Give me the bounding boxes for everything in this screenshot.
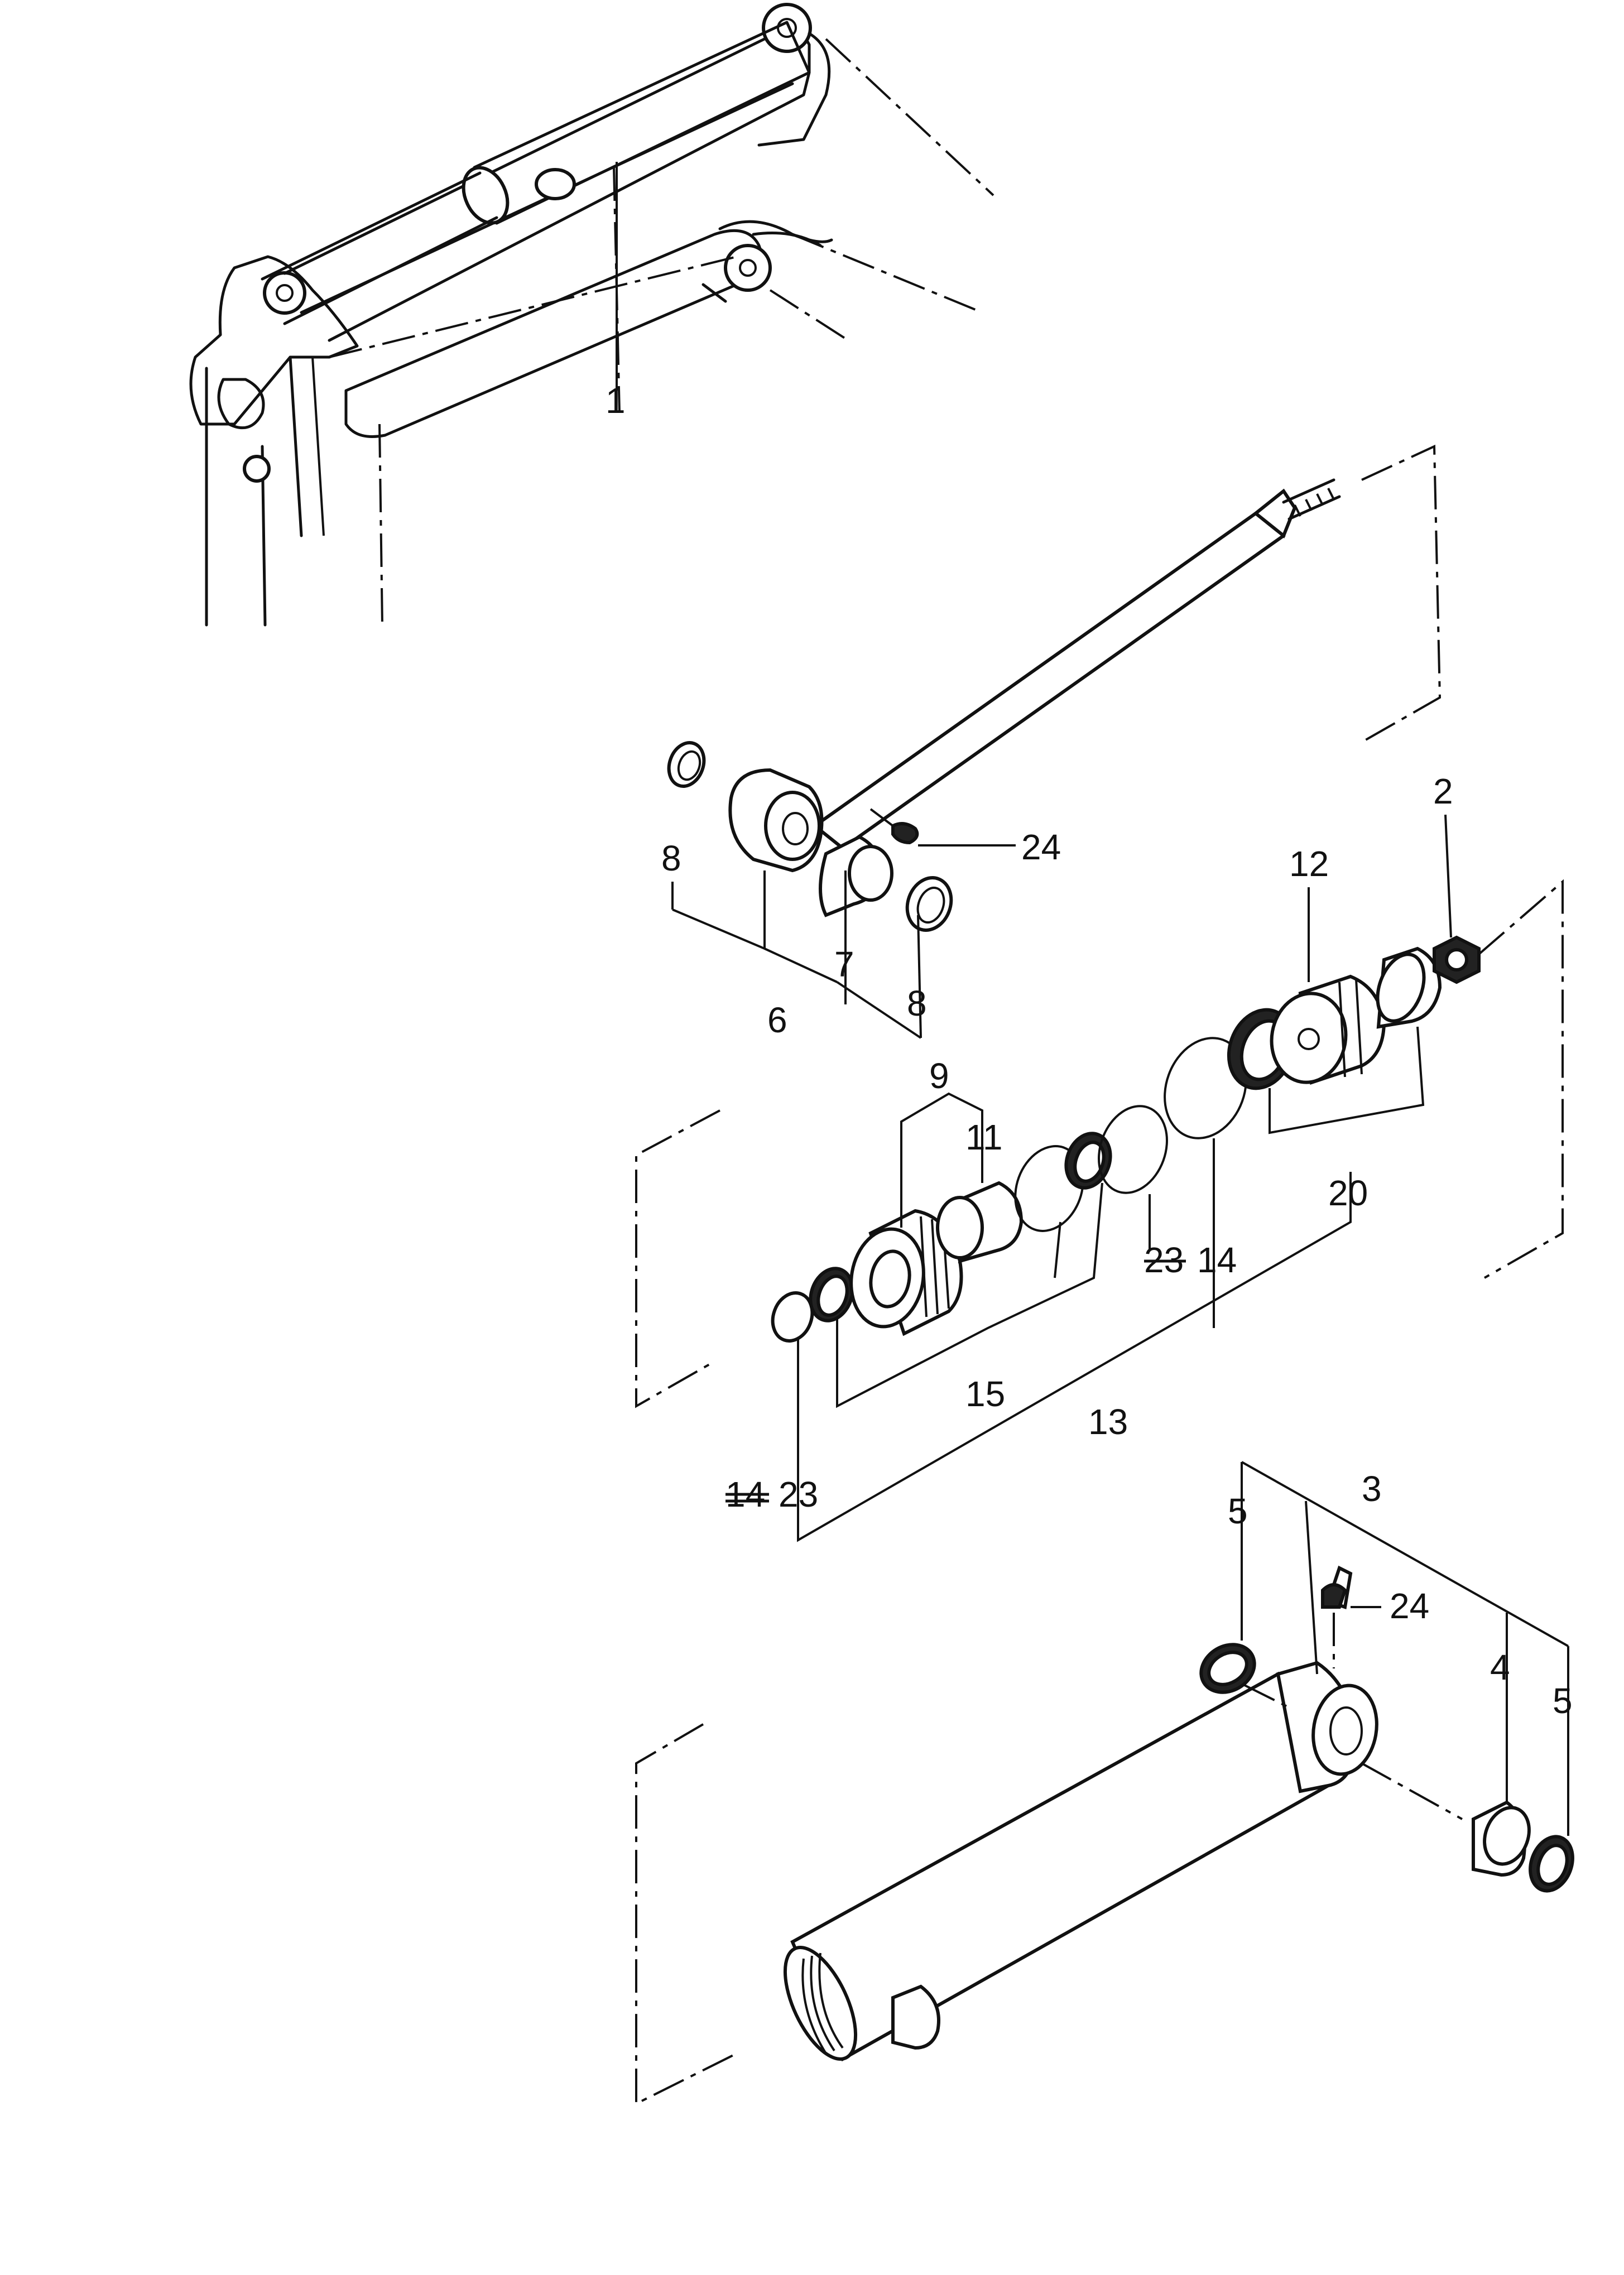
piston-seals — [771, 1105, 1168, 1343]
callout-9: 9 — [929, 1056, 949, 1096]
callout-11: 11 — [965, 1117, 1002, 1157]
barrel-bracket-lines — [635, 1723, 737, 2106]
boom-assembly — [189, 3, 994, 627]
cylinder-barrel — [783, 1565, 1574, 2062]
callout-20: 20 — [1328, 1173, 1368, 1213]
piston-rod-assembly — [728, 478, 1341, 873]
callout-labels: 1 8 24 7 8 6 2 12 9 11 20 23 14 15 13 14… — [606, 381, 1573, 1721]
piston-bracket-lines — [635, 879, 1564, 1408]
rod-bracket-lines — [1361, 444, 1442, 743]
callout-8-right: 8 — [907, 983, 927, 1023]
callout-24-upper: 24 — [1021, 827, 1061, 867]
callout-2: 2 — [1433, 771, 1453, 811]
callout-24-lower: 24 — [1390, 1586, 1429, 1626]
callout-12: 12 — [1289, 844, 1329, 884]
callout-15: 15 — [965, 1374, 1005, 1414]
callout-1: 1 — [606, 381, 626, 421]
callout-6: 6 — [767, 1000, 787, 1040]
callout-8-left: 8 — [661, 838, 681, 878]
callout-23-lower: 23 — [779, 1474, 818, 1514]
gland-assembly — [1164, 935, 1481, 1139]
callout-3: 3 — [1362, 1469, 1382, 1509]
leader-lines — [616, 162, 1569, 1836]
callout-13: 13 — [1088, 1402, 1128, 1442]
callout-7: 7 — [834, 944, 854, 984]
callout-4: 4 — [1490, 1647, 1510, 1687]
callout-14-mid: 14 — [1197, 1240, 1237, 1280]
callout-5-right: 5 — [1553, 1681, 1573, 1721]
callout-5-left: 5 — [1228, 1491, 1248, 1531]
